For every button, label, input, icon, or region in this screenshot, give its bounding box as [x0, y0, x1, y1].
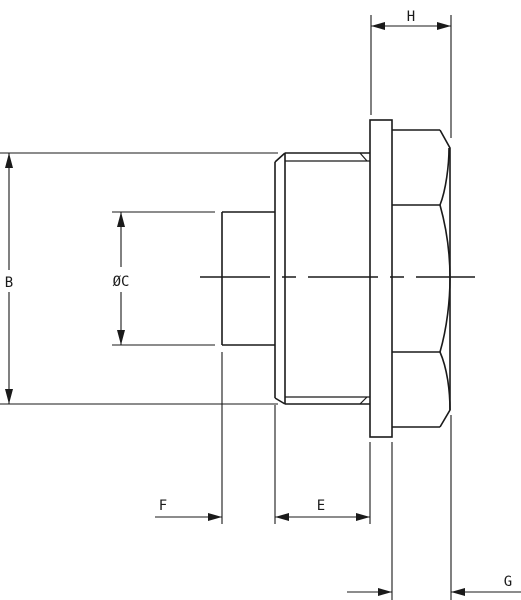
label-c: ØC	[113, 274, 130, 290]
label-h: H	[407, 9, 415, 25]
dimension-f: F	[155, 498, 222, 521]
label-b: B	[5, 275, 13, 291]
hex-head	[392, 129, 451, 428]
arrow-down-icon	[5, 389, 13, 404]
plug-body	[221, 119, 451, 438]
dimension-g: G	[347, 574, 521, 596]
dimension-b: B	[0, 153, 20, 404]
arrow-up-icon	[117, 212, 125, 227]
arrow-right-icon	[437, 22, 451, 30]
spigot	[221, 211, 275, 346]
arrow-down-icon	[117, 330, 125, 345]
label-e: E	[317, 498, 325, 514]
dimension-c: ØC	[113, 212, 130, 345]
dimension-e: E	[275, 498, 370, 521]
arrow-left-icon	[275, 513, 289, 521]
arrow-right-icon	[356, 513, 370, 521]
thread-section	[274, 152, 370, 405]
arrow-left-icon	[451, 588, 465, 596]
label-g: G	[504, 574, 512, 590]
extension-lines	[0, 15, 452, 600]
arrow-right-icon	[208, 513, 222, 521]
arrow-up-icon	[5, 153, 13, 168]
arrow-left-icon	[371, 22, 385, 30]
flange	[369, 119, 393, 438]
label-f: F	[159, 498, 167, 514]
arrow-right-icon	[378, 588, 392, 596]
dimension-h: H	[371, 9, 451, 30]
